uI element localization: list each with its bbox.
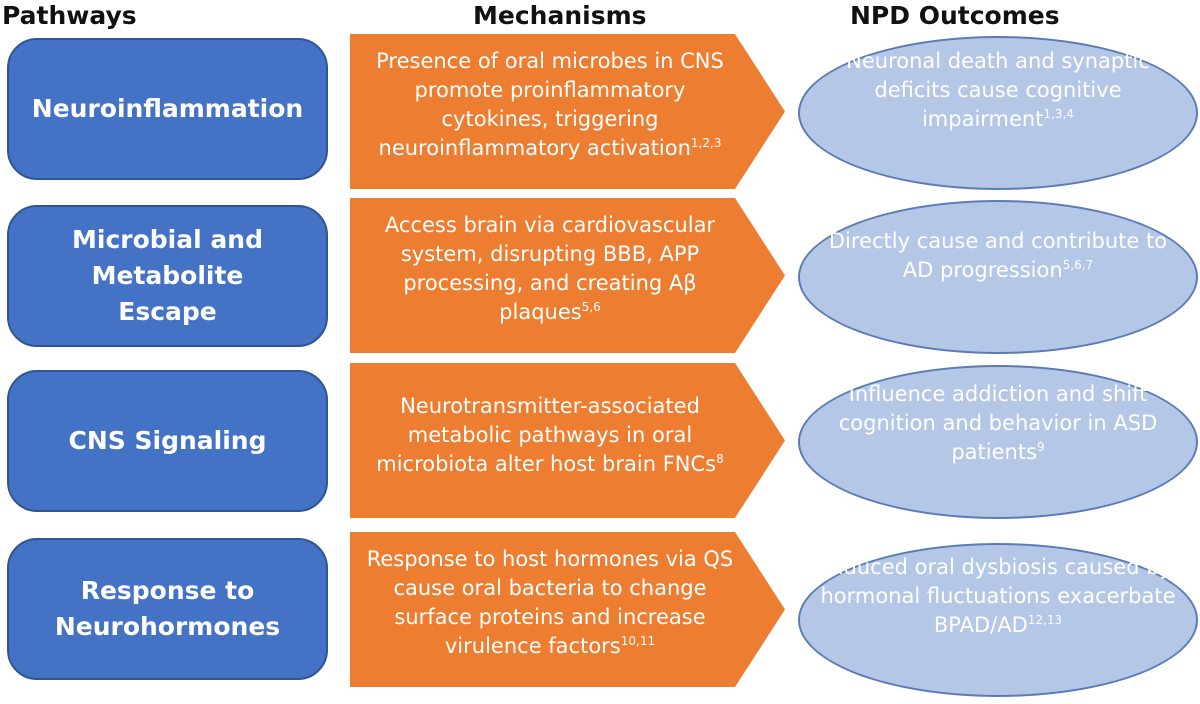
outcome-oval — [798, 36, 1198, 190]
mechanism-body: Response to host hormones via QS cause o… — [366, 547, 734, 658]
pathway-box-neurohormones: Response to Neurohormones — [7, 538, 328, 680]
mechanism-body: Access brain via cardiovascular system, … — [384, 213, 716, 324]
outcome-body: Directly cause and contribute to AD prog… — [828, 229, 1168, 282]
pathway-box-microbial-escape: Microbial and Metabolite Escape — [7, 205, 328, 347]
mechanism-arrow — [350, 532, 785, 687]
outcome-oval — [798, 365, 1198, 519]
outcome-refs: 9 — [1037, 440, 1045, 454]
pathway-label: Microbial and Metabolite Escape — [72, 225, 263, 326]
mechanism-body: Presence of oral microbes in CNS promote… — [376, 49, 724, 160]
pathways-header: Pathways — [2, 1, 137, 30]
pathway-label: CNS Signaling — [68, 426, 267, 455]
pathway-label: Response to Neurohormones — [54, 576, 281, 641]
outcome-text: Influence addiction and shift cognition … — [818, 380, 1178, 467]
mechanisms-header: Mechanisms — [473, 1, 647, 30]
outcome-refs: 5,6,7 — [1062, 258, 1094, 272]
mechanism-refs: 1,2,3 — [690, 136, 722, 150]
mechanism-refs: 10,11 — [620, 634, 656, 648]
mechanism-arrow — [350, 34, 785, 189]
pathway-box-neuroinflammation: Neuroinflammation — [7, 38, 328, 180]
mechanism-refs: 5,6 — [581, 300, 601, 314]
mechanism-arrow — [350, 363, 785, 518]
mechanism-text: Response to host hormones via QS cause o… — [360, 545, 740, 661]
mechanism-text: Access brain via cardiovascular system, … — [360, 211, 740, 327]
outcome-oval — [798, 200, 1198, 354]
outcome-refs: 1,3,4 — [1043, 107, 1075, 121]
mechanism-refs: 8 — [716, 452, 724, 466]
outcomes-header: NPD Outcomes — [850, 1, 1060, 30]
outcome-body: Influence addiction and shift cognition … — [838, 382, 1158, 464]
mechanism-arrow — [350, 198, 785, 353]
outcome-body: Induced oral dysbiosis caused by hormona… — [820, 555, 1176, 637]
outcome-oval — [798, 543, 1198, 697]
outcome-body: Neuronal death and synaptic deficits cau… — [846, 49, 1150, 131]
outcome-text: Induced oral dysbiosis caused by hormona… — [818, 553, 1178, 640]
outcome-text: Directly cause and contribute to AD prog… — [818, 227, 1178, 285]
outcome-refs: 12,13 — [1027, 613, 1063, 627]
outcome-text: Neuronal death and synaptic deficits cau… — [818, 47, 1178, 134]
mechanism-text: Neurotransmitter-associated metabolic pa… — [360, 392, 740, 479]
pathway-label: Neuroinflammation — [31, 94, 304, 123]
mechanism-body: Neurotransmitter-associated metabolic pa… — [376, 394, 717, 476]
mechanism-text: Presence of oral microbes in CNS promote… — [360, 47, 740, 163]
pathway-box-cns-signaling: CNS Signaling — [7, 370, 328, 512]
